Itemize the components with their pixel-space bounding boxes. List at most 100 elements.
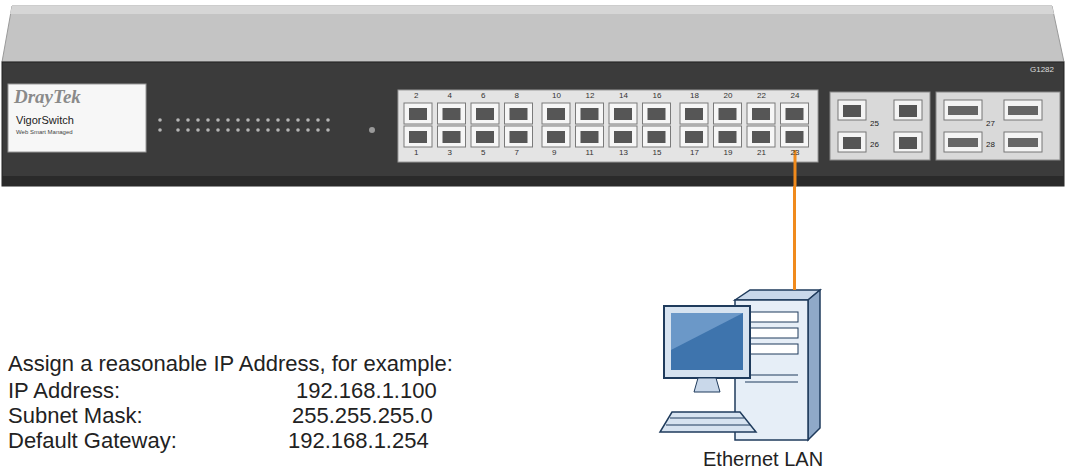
port-number: 11 bbox=[586, 149, 594, 158]
switch-top bbox=[2, 6, 1064, 62]
port-hole bbox=[510, 131, 528, 143]
setting-text: IP Address: bbox=[8, 379, 120, 403]
monitor-screen bbox=[671, 313, 743, 370]
rj45-port bbox=[781, 126, 809, 147]
rj45-port bbox=[894, 132, 922, 152]
drive-bay bbox=[745, 344, 798, 354]
port-hole bbox=[510, 108, 528, 120]
rj45-port bbox=[714, 126, 742, 147]
sfp-hole bbox=[1008, 106, 1038, 115]
led-group bbox=[158, 118, 330, 132]
rj45-port bbox=[404, 103, 432, 124]
led bbox=[256, 118, 260, 122]
combo-panel bbox=[830, 92, 930, 160]
reset-button bbox=[369, 127, 375, 133]
port-hole bbox=[843, 137, 861, 149]
port-hole bbox=[409, 108, 427, 120]
port-number: 19 bbox=[724, 149, 733, 158]
port-number: 10 bbox=[552, 92, 561, 101]
led bbox=[286, 128, 290, 132]
switch-front bbox=[2, 62, 1064, 186]
led bbox=[316, 128, 320, 132]
rj45-port bbox=[438, 126, 466, 147]
rj45-port bbox=[680, 103, 708, 124]
led bbox=[236, 118, 240, 122]
led bbox=[256, 128, 260, 132]
port-hole bbox=[443, 108, 461, 120]
sfp-slot bbox=[944, 100, 982, 120]
port-hole bbox=[648, 131, 666, 143]
sfp-slot bbox=[944, 132, 982, 152]
port-hole bbox=[614, 108, 632, 120]
port-hole bbox=[786, 131, 804, 143]
rj45-port bbox=[542, 126, 570, 147]
ethernet-cable bbox=[793, 186, 796, 290]
port-number: 15 bbox=[653, 149, 662, 158]
led bbox=[306, 128, 310, 132]
port-number: 14 bbox=[619, 92, 628, 101]
rj45-port bbox=[609, 103, 637, 124]
rj45-port bbox=[609, 126, 637, 147]
port-hole bbox=[547, 108, 565, 120]
port-number: 18 bbox=[690, 92, 699, 101]
port-number: 25 bbox=[870, 120, 879, 129]
computer-device: Ethernet LAN bbox=[655, 290, 835, 470]
led bbox=[286, 118, 290, 122]
sfp-panel bbox=[936, 92, 1060, 160]
model-name: VigorSwitch bbox=[16, 114, 74, 126]
led bbox=[226, 128, 230, 132]
led bbox=[266, 128, 270, 132]
switch-device: DrayTekVigorSwitchWeb Smart Managed bbox=[2, 62, 1064, 186]
port-group bbox=[404, 103, 809, 147]
tower-side bbox=[808, 290, 820, 440]
rj45-port bbox=[576, 126, 604, 147]
port-hole bbox=[752, 108, 770, 120]
logo-panel bbox=[8, 84, 146, 152]
led bbox=[296, 118, 300, 122]
led bbox=[326, 128, 330, 132]
port-number: 27 bbox=[986, 120, 995, 129]
port-hole bbox=[443, 131, 461, 143]
keyboard-row bbox=[670, 418, 744, 419]
rj45-port bbox=[680, 126, 708, 147]
port-number: 28 bbox=[986, 141, 995, 150]
rj45-port bbox=[404, 126, 432, 147]
led bbox=[206, 118, 210, 122]
model-name: Web Smart Managed bbox=[16, 129, 73, 135]
port-number: 16 bbox=[653, 92, 662, 101]
led bbox=[246, 128, 250, 132]
sfp-hole bbox=[948, 106, 978, 115]
port-number: 13 bbox=[619, 149, 628, 158]
sfp-slot bbox=[1004, 132, 1042, 152]
sfp-hole bbox=[948, 138, 978, 147]
port-number: 5 bbox=[481, 149, 485, 158]
port-hole bbox=[752, 131, 770, 143]
port-hole bbox=[899, 105, 917, 117]
led bbox=[158, 128, 162, 132]
rj45-port bbox=[838, 132, 866, 152]
port-hole bbox=[685, 131, 703, 143]
port-number: 21 bbox=[757, 149, 766, 158]
setting-text: Subnet Mask: bbox=[8, 404, 143, 428]
led bbox=[246, 118, 250, 122]
port-hole bbox=[581, 108, 599, 120]
led bbox=[276, 128, 280, 132]
tower-line bbox=[745, 375, 798, 376]
setting-text: Assign a reasonable IP Address, for exam… bbox=[8, 352, 453, 376]
sfp-hole bbox=[1008, 138, 1038, 147]
screen-glare bbox=[671, 313, 743, 350]
rj45-port bbox=[438, 103, 466, 124]
rj45-port bbox=[505, 103, 533, 124]
port-hole bbox=[476, 131, 494, 143]
port-hole bbox=[899, 137, 917, 149]
port-number: 6 bbox=[481, 92, 485, 101]
led bbox=[226, 118, 230, 122]
led bbox=[196, 118, 200, 122]
port-panel bbox=[398, 90, 818, 162]
monitor-stand bbox=[694, 378, 720, 392]
sfp-slot bbox=[1004, 100, 1042, 120]
port-number: 7 bbox=[515, 149, 519, 158]
rj45-port bbox=[838, 100, 866, 120]
rj45-port bbox=[643, 103, 671, 124]
led bbox=[176, 118, 180, 122]
